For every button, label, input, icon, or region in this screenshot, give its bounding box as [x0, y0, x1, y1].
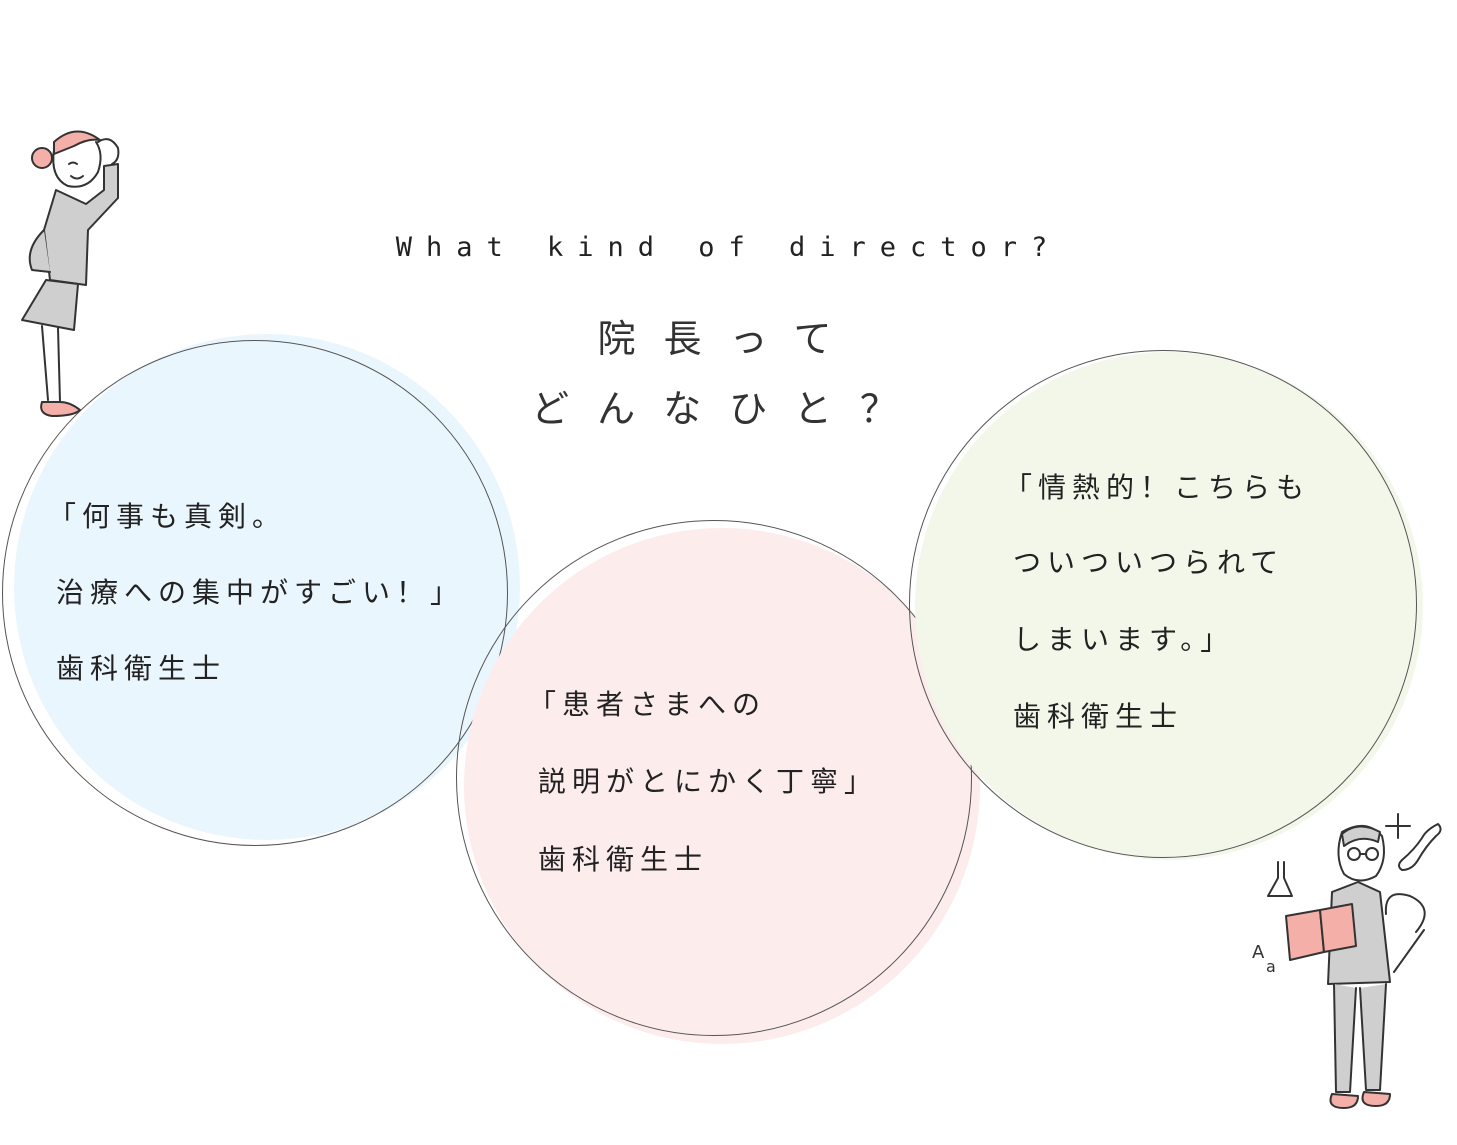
bubble-outline: [909, 350, 1417, 858]
bubble-outline: [2, 340, 508, 846]
quote-2-author: 歯科衛生士: [538, 843, 709, 876]
quote-bubble-blue: [2, 334, 520, 846]
quote-1-author: 歯科衛生士: [56, 652, 227, 685]
svg-text:a: a: [1266, 957, 1276, 976]
woman-thinking-icon: [21, 130, 120, 417]
section-subtitle: What kind of director?: [395, 232, 1062, 263]
section-title-line1: 院長って: [597, 317, 860, 361]
quote-3-line-2: ついついつられて: [1013, 546, 1285, 579]
quote-3-line-1: 「情熱的！こちらも: [1004, 471, 1311, 504]
quote-bubble-pink: [456, 520, 980, 1044]
bubble-outline: [456, 520, 972, 1036]
man-reading-book-icon: A a: [1252, 813, 1442, 1109]
svg-text:A: A: [1252, 942, 1265, 963]
section-title-line2: どんなひと？: [531, 387, 926, 431]
quote-1-line-2: 治療への集中がすごい！」: [56, 576, 465, 609]
quote-2-line-2: 説明がとにかく丁寧」: [538, 765, 879, 798]
quote-bubble-green: [909, 350, 1423, 860]
quote-1-line-1: 「何事も真剣。: [48, 500, 287, 533]
quote-3-author: 歯科衛生士: [1013, 700, 1184, 733]
quote-2-line-1: 「患者さまへの: [528, 688, 767, 721]
quote-3-line-3: しまいます。」: [1013, 623, 1235, 656]
